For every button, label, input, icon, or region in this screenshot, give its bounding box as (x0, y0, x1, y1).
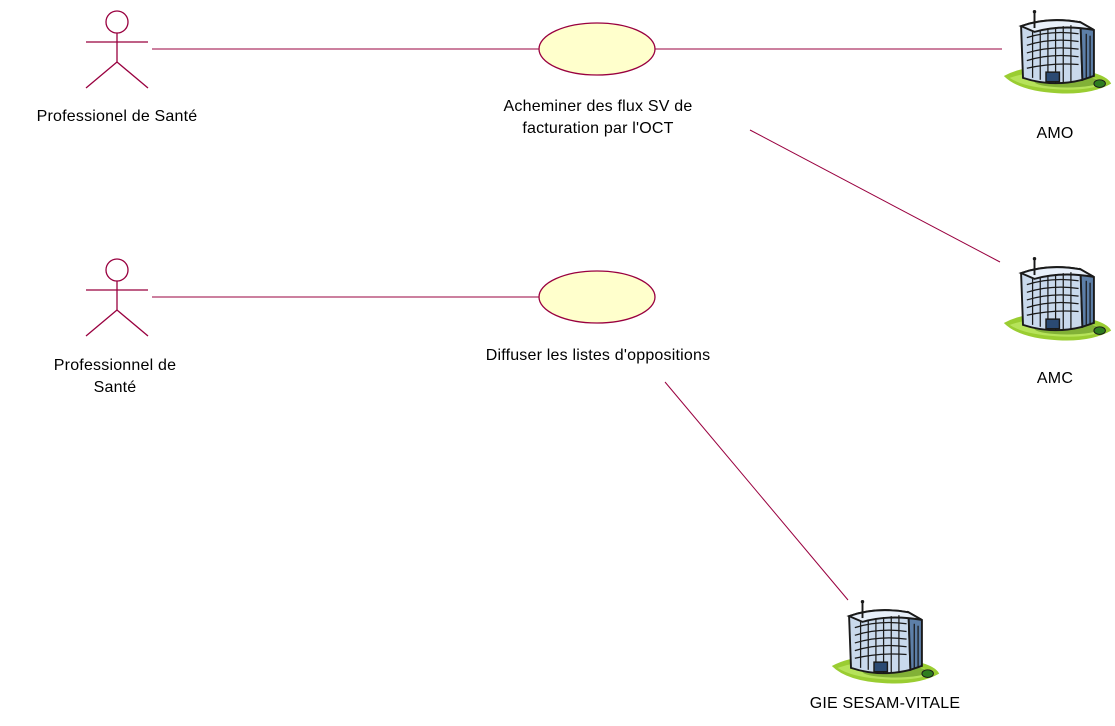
actor-label-professionel: Professionel de Santé (36, 108, 198, 125)
system-label-gie: GIE SESAM-VITALE (809, 695, 961, 712)
stick-figure-icon[interactable] (85, 10, 149, 89)
association-line (664, 381, 849, 601)
office-building-icon[interactable] (1002, 9, 1113, 95)
use-case-ellipse-acheminer[interactable] (538, 22, 656, 76)
actor-label-line-2: Santé (93, 379, 137, 396)
actor-label-line-1: Professionnel de (53, 357, 177, 374)
office-building-icon[interactable] (1002, 256, 1113, 342)
system-label-amc: AMC (1036, 370, 1074, 387)
use-case-label-acheminer: Acheminer des flux SV de facturation par… (430, 96, 766, 140)
association-lines (152, 48, 1002, 601)
stick-figure-icon[interactable] (85, 258, 149, 337)
use-case-ellipse-diffuser[interactable] (538, 270, 656, 324)
office-building-icon[interactable] (830, 599, 941, 685)
use-case-label-diffuser: Diffuser les listes d'oppositions (485, 347, 711, 364)
actor-label-professionnel: Professionnel de Santé (0, 355, 230, 399)
use-case-label-line-2: facturation par l'OCT (522, 120, 674, 137)
association-line (749, 129, 1001, 263)
system-label-amo: AMO (1036, 125, 1074, 142)
use-case-label-line-1: Acheminer des flux SV de (503, 98, 693, 115)
